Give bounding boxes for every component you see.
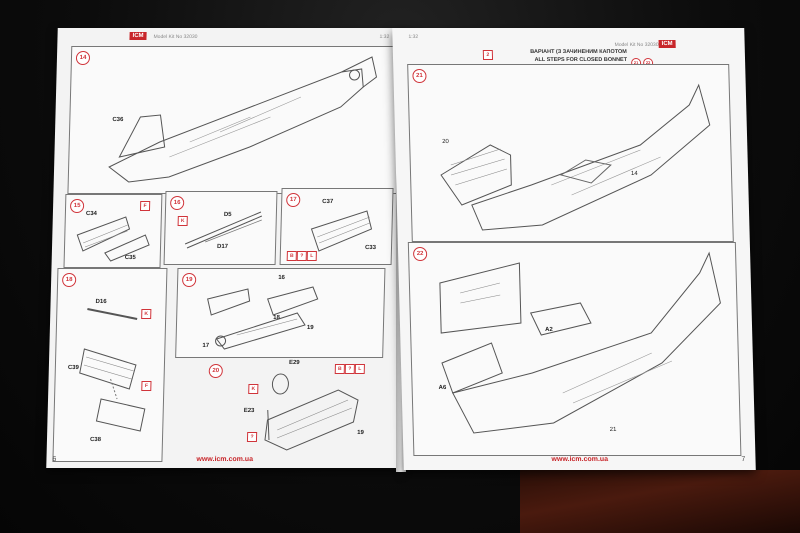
paint-tag: L xyxy=(306,251,317,261)
part-label: 16 xyxy=(278,275,285,281)
part-label: A6 xyxy=(438,385,447,391)
page-scale: 1:32 xyxy=(379,34,390,40)
part-label: C37 xyxy=(322,199,334,205)
paint-tag: F xyxy=(139,201,151,211)
page-number: 7 xyxy=(741,456,746,463)
part-label: 18 xyxy=(273,315,280,321)
page-number: 6 xyxy=(52,456,57,463)
part-label: C35 xyxy=(124,255,136,261)
step-17-panel: 17 C37 C33 B ? L xyxy=(279,188,394,265)
step-19-panel: 19 16 17 19 18 xyxy=(175,268,386,358)
part-label: 19 xyxy=(357,430,364,436)
paint-tag: B xyxy=(286,251,297,261)
variant-title-en: ALL STEPS FOR CLOSED BONNET xyxy=(534,57,628,63)
part-label: D5 xyxy=(223,212,232,218)
part-label: 20 xyxy=(442,139,449,145)
radiator-assembly-drawing xyxy=(79,308,146,432)
step-15-panel: 15 C34 C35 F xyxy=(63,194,163,268)
paint-tag: K xyxy=(177,216,188,226)
variant-code: 2 xyxy=(482,50,494,60)
page-scale: 1:32 xyxy=(408,34,419,40)
paint-tag: ? xyxy=(344,364,355,374)
page-header: Model Kit No 32030 xyxy=(153,34,198,40)
right-page: 1:32 Model Kit No 32030 ICM 2 ВАРІАНТ (З… xyxy=(392,28,756,470)
rods-drawing xyxy=(184,211,263,249)
website-url: www.icm.com.ua xyxy=(196,456,254,463)
part-label: 21 xyxy=(609,427,617,433)
paint-tag: F xyxy=(141,381,152,391)
engine-drawing xyxy=(264,373,359,451)
part-label: E23 xyxy=(243,408,255,414)
aircraft-cowling-drawing xyxy=(439,251,721,434)
step-20-area: 20 E29 E23 19 B ? L K ? xyxy=(206,360,389,460)
step-18-panel: 18 D16 C39 C38 K F xyxy=(52,268,168,462)
part-label: C34 xyxy=(85,211,97,217)
part-label: C38 xyxy=(89,437,102,443)
left-page: ICM Model Kit No 32030 1:32 14 C36 15 C3… xyxy=(46,28,413,468)
part-label: A2 xyxy=(545,327,553,333)
engine-parts-drawing xyxy=(207,286,319,350)
panel-drawing xyxy=(310,210,373,252)
paint-tag: K xyxy=(141,309,152,319)
part-label: 19 xyxy=(306,325,314,331)
part-label: D16 xyxy=(95,299,107,305)
aircraft-engine-install-drawing xyxy=(440,83,711,231)
part-label: C39 xyxy=(67,365,79,371)
paint-tag: L xyxy=(354,364,365,374)
variant-title-ua: ВАРІАНТ (З ЗАЧИНЕНИМ КАПОТОМ xyxy=(530,49,627,55)
part-label: E29 xyxy=(288,360,300,366)
radiator-drawing xyxy=(76,216,150,262)
paint-tag: ? xyxy=(296,251,307,261)
brand-logo: ICM xyxy=(658,40,676,48)
step-number: 22 xyxy=(412,247,428,261)
wooden-surface xyxy=(520,470,800,533)
fuselage-drawing xyxy=(108,56,378,183)
part-label: C36 xyxy=(112,117,124,123)
part-label: 14 xyxy=(630,171,638,177)
part-label: D17 xyxy=(216,244,229,250)
brand-logo: ICM xyxy=(129,32,147,40)
paint-tag: B xyxy=(334,364,345,374)
step-21-panel: 21 20 14 xyxy=(407,64,734,242)
variant-title: ВАРІАНТ (З ЗАЧИНЕНИМ КАПОТОМ ALL STEPS F… xyxy=(497,48,627,64)
paint-tag: K xyxy=(248,384,259,394)
step-number: 21 xyxy=(412,69,427,83)
step-16-panel: 16 D5 D17 K xyxy=(163,191,278,265)
step-22-panel: 22 A2 A6 21 xyxy=(407,242,742,456)
part-label: C33 xyxy=(364,245,377,251)
step-14-panel: 14 C36 xyxy=(67,46,404,194)
website-url: www.icm.com.ua xyxy=(551,456,609,463)
part-label: 17 xyxy=(202,343,210,349)
paint-tag: ? xyxy=(246,432,258,442)
